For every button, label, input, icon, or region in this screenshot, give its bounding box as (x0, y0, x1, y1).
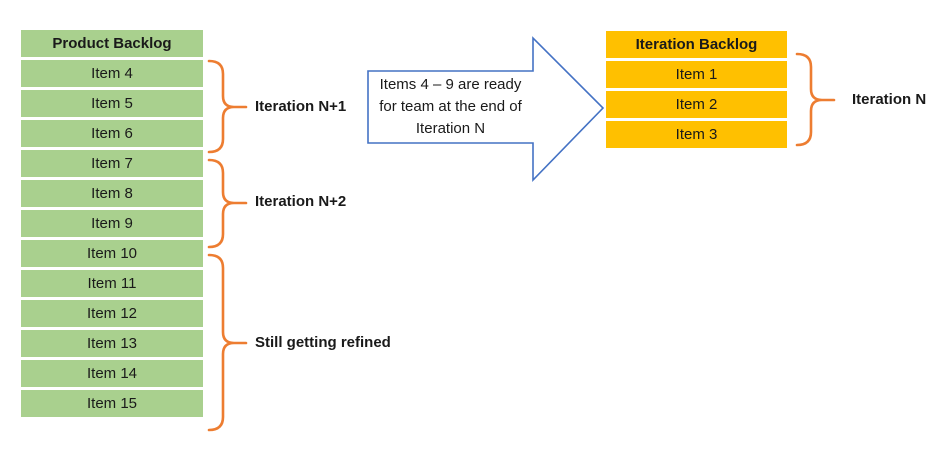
product-backlog-item-cell: Item 6 (21, 120, 203, 147)
arrow-caption: Items 4 – 9 are ready for team at the en… (369, 71, 532, 143)
product-backlog-item-cell: Item 4 (21, 60, 203, 87)
right-block-arrow-icon (367, 36, 605, 182)
product-backlog-rows: Item 4 Item 5 Item 6 Item 7 Item 8 Item … (21, 60, 203, 417)
iteration-n2-label: Iteration N+2 (255, 193, 347, 210)
product-backlog-item-cell: Item 10 (21, 240, 203, 267)
arrow-caption-line: for team at the end of (379, 98, 522, 115)
product-backlog-item-cell: Item 9 (21, 210, 203, 237)
product-backlog-item-cell: Item 8 (21, 180, 203, 207)
product-backlog-item-cell: Item 5 (21, 90, 203, 117)
product-backlog-item-cell: Item 7 (21, 150, 203, 177)
product-backlog-item-cell: Item 11 (21, 270, 203, 297)
iteration-backlog-header: Iteration Backlog (606, 31, 787, 58)
iteration-backlog-item-cell: Item 3 (606, 121, 787, 148)
product-backlog-item-cell: Item 14 (21, 360, 203, 387)
product-backlog-header: Product Backlog (21, 30, 203, 57)
iteration-n-label: Iteration N (852, 91, 927, 108)
brace-refined-icon (207, 253, 248, 432)
product-backlog-item-cell: Item 13 (21, 330, 203, 357)
iteration-backlog-item-cell: Item 2 (606, 91, 787, 118)
brace-iteration-n1-icon (207, 59, 248, 154)
brace-iteration-n-icon (795, 52, 836, 147)
arrow-caption-line: Items 4 – 9 are ready (379, 76, 522, 93)
still-getting-refined-label: Still getting refined (255, 334, 391, 351)
product-backlog-item-cell: Item 12 (21, 300, 203, 327)
iteration-backlog-item-cell: Item 1 (606, 61, 787, 88)
iteration-backlog-rows: Item 1 Item 2 Item 3 (606, 61, 787, 148)
iteration-n1-label: Iteration N+1 (255, 98, 347, 115)
arrow-caption-line: Iteration N (415, 120, 486, 137)
product-backlog-item-cell: Item 15 (21, 390, 203, 417)
brace-iteration-n2-icon (207, 158, 248, 249)
iteration-backlog-table: Iteration Backlog Item 1 Item 2 Item 3 (606, 31, 787, 148)
product-backlog-table: Product Backlog Item 4 Item 5 Item 6 Ite… (21, 30, 203, 417)
